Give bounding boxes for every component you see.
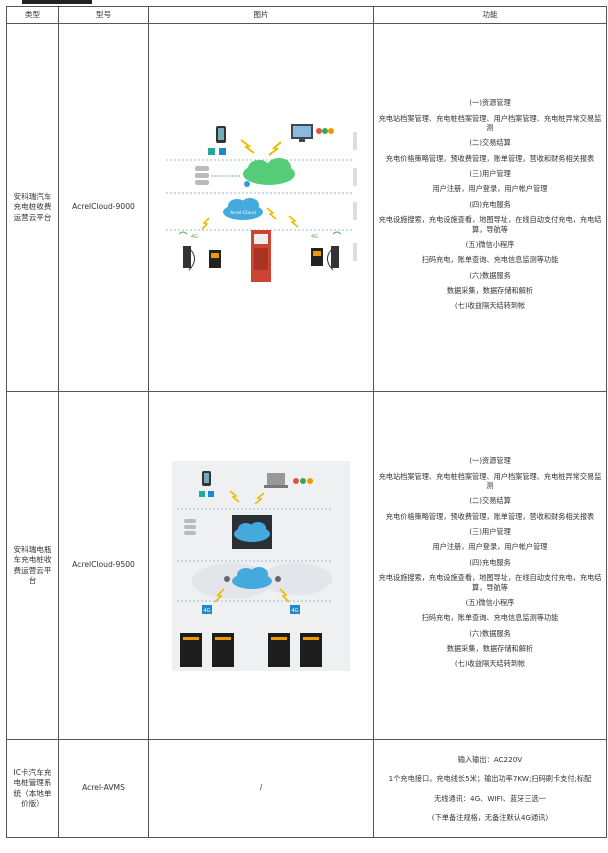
wechat-icon xyxy=(199,490,205,497)
header-type: 类型 xyxy=(6,6,59,24)
4g-badge xyxy=(202,604,212,614)
model-cell: AcrelCloud-9500 xyxy=(58,391,149,740)
svg-text:Acrel-Cloud: Acrel-Cloud xyxy=(230,210,256,216)
function-heading: (六)数据服务 xyxy=(469,628,511,638)
database-icon xyxy=(184,518,196,523)
picture-cell: Acrel-Cloud 4G 4G xyxy=(148,23,374,392)
header-row: 类型 型号 图片 功能 xyxy=(6,6,607,24)
alipay-icon xyxy=(219,147,226,155)
charger-cabinet-icon xyxy=(300,632,322,667)
alipay-icon xyxy=(208,490,214,497)
wechat-icon xyxy=(208,147,215,155)
function-detail: 数据采集，数据存储和解析 xyxy=(446,643,534,653)
4g-badge xyxy=(290,604,300,614)
function-heading: (二)交易结算 xyxy=(469,496,511,506)
function-heading: (六)数据服务 xyxy=(469,270,511,280)
table-row: IC卡汽车充电桩管理系统（本地单价版） Acrel-AVMS / 输入输出：AC… xyxy=(6,739,607,838)
type-cell: 安科瑞电瓶车充电桩收费运营云平台 xyxy=(6,391,59,740)
type-cell: IC卡汽车充电桩管理系统（本地单价版） xyxy=(6,739,59,838)
function-heading: (一)资源管理 xyxy=(469,98,511,108)
spec-line: (下单备注规格，无备注默认4G通讯) xyxy=(431,812,549,822)
function-heading: (三)用户管理 xyxy=(469,527,511,537)
function-detail: 用户注册，用户登录，用户帐户管理 xyxy=(432,184,548,194)
laptop-icon xyxy=(267,472,285,485)
header-picture: 图片 xyxy=(148,6,374,24)
function-heading: (五)微信小程序 xyxy=(465,239,515,249)
charger-icon xyxy=(331,245,339,268)
function-detail: 数据采集，数据存储和解析 xyxy=(446,285,534,295)
header-function: 功能 xyxy=(373,6,607,24)
header-model: 型号 xyxy=(58,6,149,24)
picture-cell: 4G 4G xyxy=(148,391,374,740)
model-cell: AcrelCloud-9000 xyxy=(58,23,149,392)
svg-text:4G: 4G xyxy=(203,608,210,614)
function-heading: (七)收益隔天结转到帐 xyxy=(454,301,526,311)
charger-cabinet-icon xyxy=(212,632,234,667)
ev-cloud-architecture-diagram: Acrel-Cloud 4G 4G xyxy=(166,123,357,282)
svg-text:4G: 4G xyxy=(291,608,298,614)
spec-line: 输入输出：AC220V xyxy=(457,754,523,764)
table-row: 安科瑞汽车充电桩收费运营云平台 AcrelCloud-9000 xyxy=(6,23,607,392)
table-row: 安科瑞电瓶车充电桩收费运营云平台 AcrelCloud-9500 xyxy=(6,391,607,740)
function-detail: 充电站档案管理、充电桩档案管理、用户档案管理、充电桩异常交易监测 xyxy=(378,471,602,491)
function-detail: 扫码充电，账单查询、充电信息监测等功能 xyxy=(421,255,559,265)
top-heading-bar xyxy=(22,0,92,4)
svg-text:4G: 4G xyxy=(311,234,318,240)
function-detail: 充电价格策略管理，预收费管理，账单管理，营收和财务相关报表 xyxy=(385,511,595,521)
function-heading: (三)用户管理 xyxy=(469,169,511,179)
function-detail: 充电价格策略管理，预收费管理，账单管理，营收和财务相关报表 xyxy=(385,153,595,163)
spec-line: 1个充电接口，充电线长5米；输出功率7KW;扫码刷卡支付;标配 xyxy=(388,774,592,784)
function-detail: 扫码充电，账单查询、充电信息监测等功能 xyxy=(421,613,559,623)
function-cell: (一)资源管理 充电站档案管理、充电桩档案管理、用户档案管理、充电桩异常交易监测… xyxy=(373,391,607,740)
charger-icon xyxy=(311,247,323,266)
charger-cabinet-icon xyxy=(180,632,202,667)
function-detail: 用户注册，用户登录，用户帐户管理 xyxy=(432,542,548,552)
charger-icon xyxy=(209,249,221,268)
ebike-cloud-architecture-diagram: 4G 4G xyxy=(172,460,350,671)
spec-cell: 输入输出：AC220V 1个充电接口，充电线长5米；输出功率7KW;扫码刷卡支付… xyxy=(373,739,607,838)
spec-line: 无线通讯：4G、WIFI、蓝牙三选一 xyxy=(434,793,546,803)
function-heading: (四)充电服务 xyxy=(469,557,511,567)
product-table: 类型 型号 图片 功能 安科瑞汽车充电桩收费运营云平台 AcrelCloud-9… xyxy=(6,6,607,838)
model-cell: Acrel-AVMS xyxy=(58,739,149,838)
function-heading: (五)微信小程序 xyxy=(465,597,515,607)
function-heading: (二)交易结算 xyxy=(469,138,511,148)
function-detail: 充电设施搜索，充电设施查看，地图导址，在线自动支付充电，充电结算，导航等 xyxy=(378,215,602,234)
function-detail: 充电设施搜索，充电设施查看，地图导址，在线自动支付充电，充电结算，导航等 xyxy=(378,573,602,592)
charger-icon xyxy=(183,245,191,268)
charger-cabinet-icon xyxy=(268,632,290,667)
svg-text:4G: 4G xyxy=(191,234,198,240)
function-detail: 充电站档案管理、充电桩档案管理、用户档案管理、充电桩异常交易监测 xyxy=(378,113,602,133)
type-cell: 安科瑞汽车充电桩收费运营云平台 xyxy=(6,23,59,392)
function-cell: (一)资源管理 充电站档案管理、充电桩档案管理、用户档案管理、充电桩异常交易监测… xyxy=(373,23,607,392)
function-heading: (四)充电服务 xyxy=(469,199,511,209)
function-heading: (一)资源管理 xyxy=(469,456,511,466)
drop-icon xyxy=(244,180,250,187)
picture-cell: / xyxy=(148,739,374,838)
function-heading: (七)收益隔天结转到帐 xyxy=(454,659,526,669)
database-icon xyxy=(195,165,209,171)
